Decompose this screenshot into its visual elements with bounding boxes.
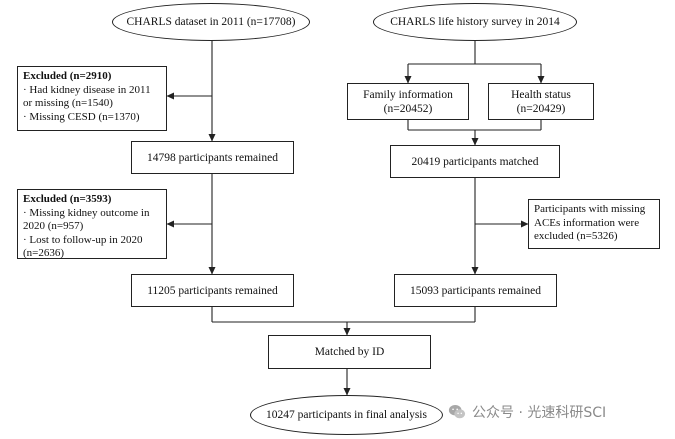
excluded-1-heading: Excluded (n=2910)	[23, 70, 112, 82]
family-information-title: Family information	[363, 88, 453, 101]
remained-15093-node: 15093 participants remained	[394, 274, 557, 307]
family-information-count: (n=20452)	[383, 102, 433, 115]
life-history-2014-label: CHARLS life history survey in 2014	[390, 16, 560, 28]
excluded-box-1: Excluded (n=2910) · Had kidney disease i…	[17, 66, 167, 131]
health-status-count: (n=20429)	[516, 102, 566, 115]
matched-20419-label: 20419 participants matched	[411, 155, 539, 168]
excluded-box-2: Excluded (n=3593) · Missing kidney outco…	[17, 189, 167, 259]
matched-by-id-node: Matched by ID	[268, 335, 431, 369]
missing-aces-box: Participants with missing ACEs informati…	[528, 199, 660, 249]
remained-11205-node: 11205 participants remained	[131, 274, 294, 307]
remained-14798-node: 14798 participants remained	[131, 141, 294, 174]
watermark: 公众号 · 光速科研SCI	[448, 400, 668, 424]
health-status-title: Health status	[511, 88, 571, 101]
remained-11205-label: 11205 participants remained	[147, 284, 278, 297]
charls-2011-label: CHARLS dataset in 2011 (n=17708)	[126, 16, 296, 28]
remained-14798-label: 14798 participants remained	[147, 151, 278, 164]
family-information-node: Family information (n=20452)	[347, 83, 469, 120]
final-analysis-node: 10247 participants in final analysis	[250, 395, 443, 435]
excluded-2-line: (n=2636)	[23, 247, 65, 259]
excluded-2-line: · Lost to follow-up in 2020	[23, 233, 143, 246]
wechat-icon	[448, 404, 466, 419]
charls-2011-node: CHARLS dataset in 2011 (n=17708)	[112, 3, 310, 41]
excluded-1-line: · Missing CESD (n=1370)	[23, 110, 140, 123]
final-analysis-label: 10247 participants in final analysis	[266, 409, 427, 421]
life-history-2014-node: CHARLS life history survey in 2014	[373, 3, 577, 41]
remained-15093-label: 15093 participants remained	[410, 284, 541, 297]
missing-aces-line: excluded (n=5326)	[534, 230, 618, 242]
matched-20419-node: 20419 participants matched	[390, 145, 560, 178]
health-status-node: Health status (n=20429)	[488, 83, 594, 120]
excluded-1-line: · Had kidney disease in 2011	[23, 83, 151, 96]
missing-aces-line: Participants with missing	[534, 203, 646, 215]
missing-aces-line: ACEs information were	[534, 216, 640, 229]
watermark-text: 公众号 · 光速科研SCI	[472, 405, 607, 421]
excluded-2-heading: Excluded (n=3593)	[23, 193, 112, 205]
excluded-2-line: · Missing kidney outcome in	[23, 206, 150, 219]
matched-by-id-label: Matched by ID	[314, 346, 385, 358]
excluded-1-line: or missing (n=1540)	[23, 97, 113, 109]
excluded-2-line: 2020 (n=957)	[23, 220, 84, 232]
